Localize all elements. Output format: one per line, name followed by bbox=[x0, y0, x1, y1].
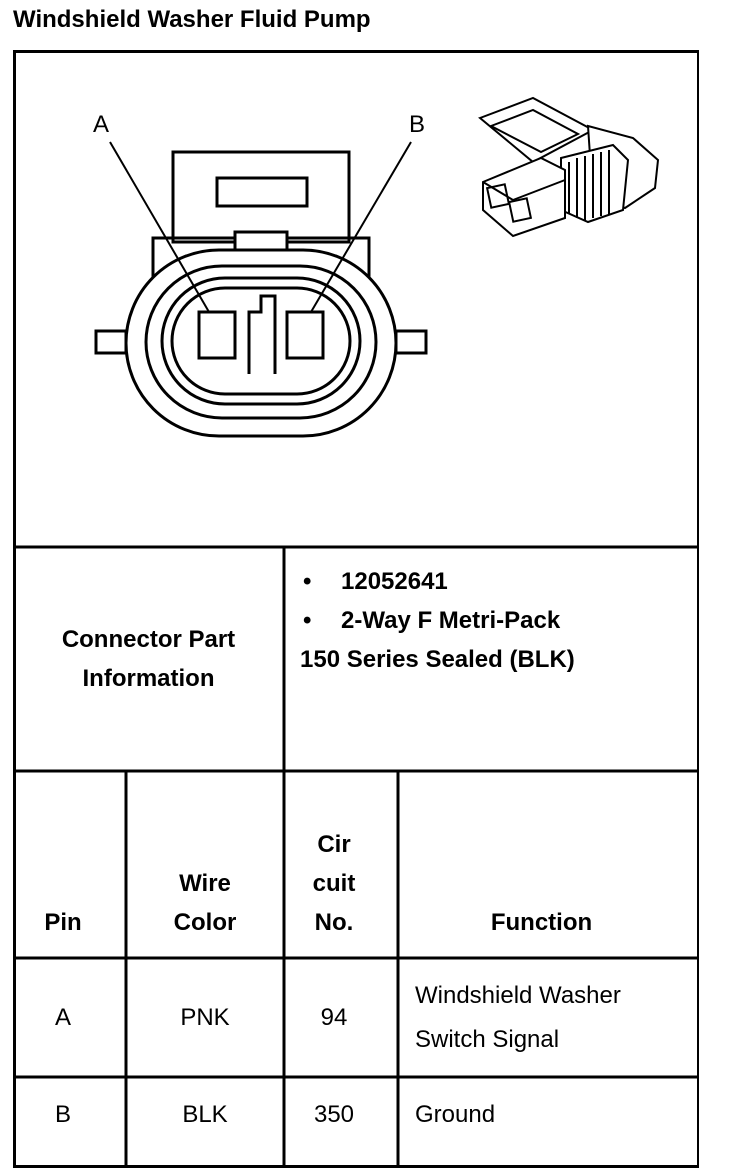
pin-b-callout: B bbox=[409, 111, 426, 138]
row-a-circuit: 94 bbox=[320, 1004, 348, 1031]
row-a-function-line2: Switch Signal bbox=[415, 1026, 560, 1053]
connector-iso-drawing bbox=[478, 96, 660, 238]
table-grid bbox=[13, 50, 699, 1168]
row-b-pin: B bbox=[54, 1101, 71, 1128]
connector-info-label-line2: Information bbox=[82, 665, 215, 692]
connector-desc-line2: 150 Series Sealed (BLK) bbox=[300, 646, 575, 673]
bullet-2: • bbox=[303, 607, 312, 634]
bullet-1: • bbox=[303, 568, 312, 595]
header-wire-color-1: Wire bbox=[179, 870, 231, 897]
row-b-function: Ground bbox=[415, 1101, 496, 1128]
row-b-wire-color: BLK bbox=[182, 1101, 228, 1128]
pin-a-callout: A bbox=[93, 111, 110, 138]
page-title: Windshield Washer Fluid Pump bbox=[13, 6, 371, 33]
connector-face-drawing bbox=[94, 150, 428, 438]
header-function: Function bbox=[490, 909, 593, 936]
header-pin: Pin bbox=[44, 909, 82, 936]
connector-info-label-line1: Connector Part bbox=[61, 626, 236, 653]
pin-leader-lines bbox=[109, 141, 412, 313]
header-circuit-2: cuit bbox=[312, 870, 356, 897]
connector-desc-line1: 2-Way F Metri-Pack bbox=[341, 607, 561, 634]
connector-table: A B Connector Part Information • 1205264… bbox=[13, 50, 699, 1168]
header-circuit-1: Cir bbox=[317, 831, 351, 858]
header-wire-color-2: Color bbox=[173, 909, 237, 936]
row-a-wire-color: PNK bbox=[180, 1004, 230, 1031]
row-a-pin: A bbox=[54, 1004, 71, 1031]
header-circuit-3: No. bbox=[314, 909, 354, 936]
row-a-function-line1: Windshield Washer bbox=[415, 982, 621, 1009]
part-number: 12052641 bbox=[341, 568, 448, 595]
row-b-circuit: 350 bbox=[313, 1101, 355, 1128]
